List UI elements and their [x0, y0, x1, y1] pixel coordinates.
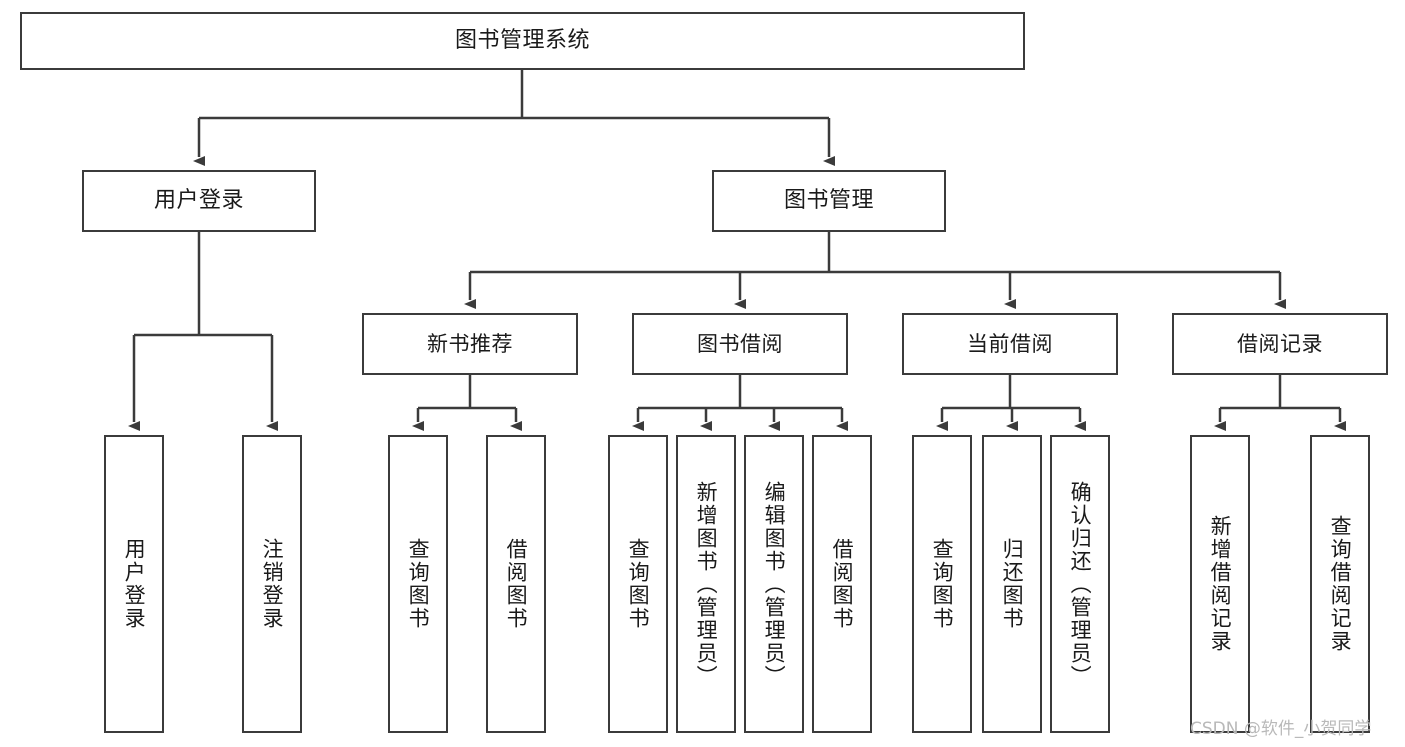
- node-user-login-label: 用户登录: [153, 188, 244, 214]
- node-leaf-return-book-label: 归还图书: [1000, 538, 1025, 630]
- node-new-book-recommend-label: 新书推荐: [427, 331, 513, 356]
- node-leaf-borrow-book-1[interactable]: 借阅图书: [486, 435, 546, 733]
- node-leaf-edit-book-label: 编辑图书（管理员）: [762, 480, 787, 688]
- node-leaf-query-book-2-label: 查询图书: [626, 538, 651, 630]
- node-leaf-add-record[interactable]: 新增借阅记录: [1190, 435, 1250, 733]
- node-current-borrow[interactable]: 当前借阅: [902, 313, 1118, 375]
- node-leaf-return-book[interactable]: 归还图书: [982, 435, 1042, 733]
- node-leaf-user-login-label: 用户登录: [122, 538, 147, 630]
- node-leaf-add-book[interactable]: 新增图书（管理员）: [676, 435, 736, 733]
- node-new-book-recommend[interactable]: 新书推荐: [362, 313, 578, 375]
- node-leaf-add-record-label: 新增借阅记录: [1208, 515, 1233, 653]
- node-book-borrow[interactable]: 图书借阅: [632, 313, 848, 375]
- node-leaf-logout-label: 注销登录: [260, 538, 285, 630]
- node-book-manage[interactable]: 图书管理: [712, 170, 946, 232]
- node-leaf-borrow-book-2[interactable]: 借阅图书: [812, 435, 872, 733]
- node-book-manage-label: 图书管理: [783, 188, 874, 214]
- node-leaf-borrow-book-1-label: 借阅图书: [504, 538, 529, 630]
- node-book-borrow-label: 图书借阅: [697, 331, 783, 356]
- csdn-watermark: CSDN @软件_小贺同学: [1190, 719, 1372, 739]
- node-borrow-record[interactable]: 借阅记录: [1172, 313, 1388, 375]
- node-leaf-query-record[interactable]: 查询借阅记录: [1310, 435, 1370, 733]
- node-leaf-query-book-2[interactable]: 查询图书: [608, 435, 668, 733]
- node-leaf-edit-book[interactable]: 编辑图书（管理员）: [744, 435, 804, 733]
- node-user-login[interactable]: 用户登录: [82, 170, 316, 232]
- node-root[interactable]: 图书管理系统: [20, 12, 1025, 70]
- node-leaf-query-book-3-label: 查询图书: [930, 538, 955, 630]
- node-leaf-borrow-book-2-label: 借阅图书: [830, 538, 855, 630]
- node-leaf-query-book-1[interactable]: 查询图书: [388, 435, 448, 733]
- node-leaf-query-book-1-label: 查询图书: [406, 538, 431, 630]
- node-leaf-query-book-3[interactable]: 查询图书: [912, 435, 972, 733]
- node-leaf-confirm-return-label: 确认归还（管理员）: [1068, 480, 1093, 688]
- node-borrow-record-label: 借阅记录: [1237, 331, 1323, 356]
- node-current-borrow-label: 当前借阅: [967, 331, 1053, 356]
- node-root-label: 图书管理系统: [454, 28, 590, 54]
- node-leaf-query-record-label: 查询借阅记录: [1328, 515, 1353, 653]
- node-leaf-logout[interactable]: 注销登录: [242, 435, 302, 733]
- node-leaf-add-book-label: 新增图书（管理员）: [694, 480, 719, 688]
- node-leaf-confirm-return[interactable]: 确认归还（管理员）: [1050, 435, 1110, 733]
- node-leaf-user-login[interactable]: 用户登录: [104, 435, 164, 733]
